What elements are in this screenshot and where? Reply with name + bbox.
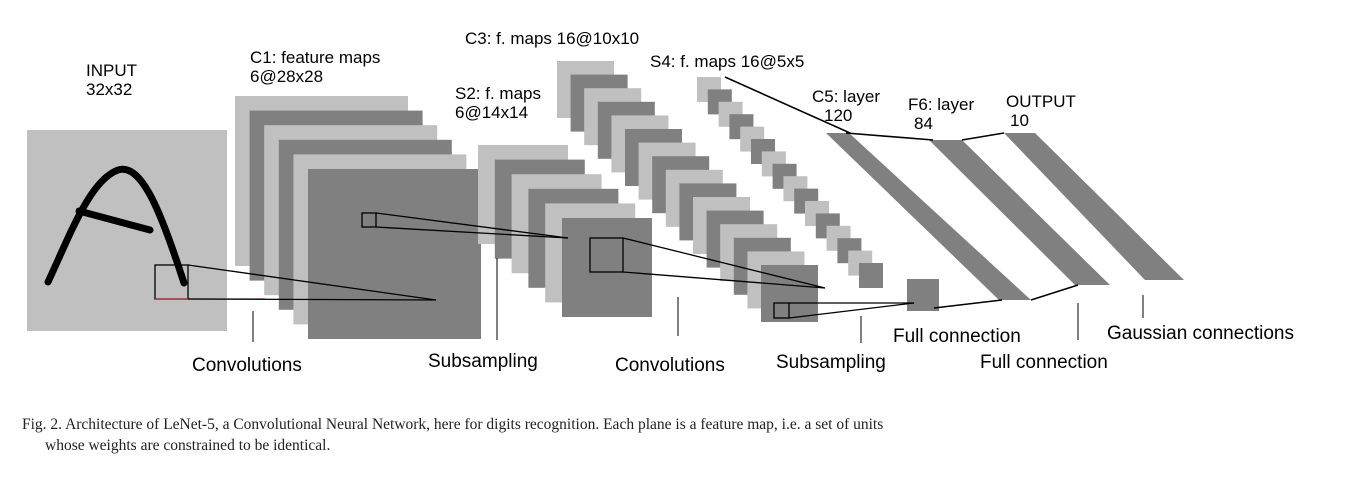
- c3-in-window: [589, 237, 624, 273]
- s4-label: S4: f. maps 16@5x5: [650, 52, 804, 71]
- c5-layer-band: [826, 133, 1031, 300]
- input-plane: [27, 130, 227, 331]
- op-full-connection-1: Full connection: [893, 326, 1021, 347]
- op-convolutions-2: Convolutions: [615, 355, 725, 376]
- c5-f6-top-link: [845, 132, 934, 141]
- s4-window: [773, 302, 790, 319]
- op-gaussian-connections: Gaussian connections: [1107, 323, 1294, 344]
- f6-layer-band: [929, 140, 1110, 285]
- digit-a-crossbar: [75, 207, 154, 234]
- digit-a-stroke: [44, 165, 188, 287]
- feature-map-stacks: [27, 61, 1184, 339]
- c3-label: C3: f. maps 16@10x10: [465, 29, 639, 48]
- c3-proj-bottom: [622, 271, 826, 289]
- s2-label-line1: S2: f. maps: [455, 84, 541, 103]
- s2-map-6: [562, 218, 652, 317]
- caption-line-1: Fig. 2. Architecture of LeNet-5, a Convo…: [22, 416, 884, 433]
- op-subsampling-2: Subsampling: [776, 352, 886, 373]
- output-layer-band: [1004, 133, 1184, 280]
- input-label-line2: 32x32: [86, 80, 132, 99]
- c3-proj-top: [622, 237, 826, 289]
- c5-label-line1: C5: layer: [812, 87, 880, 106]
- c5-label-line2: 120: [824, 106, 852, 125]
- s4-proj-bottom: [788, 302, 915, 319]
- caption-line-2: whose weights are constrained to be iden…: [45, 437, 331, 454]
- f6-label-line1: F6: layer: [908, 95, 974, 114]
- f6-output-bottom-link: [1030, 284, 1079, 301]
- input-proj-top: [187, 264, 437, 301]
- c1-window: [361, 212, 377, 228]
- f6-output-top-link: [961, 132, 1005, 141]
- op-convolutions-1: Convolutions: [192, 355, 302, 376]
- output-label-line1: OUTPUT: [1006, 92, 1076, 111]
- s4-map-16: [859, 263, 883, 288]
- f6-label-line2: 84: [914, 114, 933, 133]
- c5-top-connect: [724, 76, 851, 134]
- figure-caption: Fig. 2. Architecture of LeNet-5, a Convo…: [22, 414, 1322, 456]
- op-subsampling-1: Subsampling: [428, 351, 538, 372]
- c1-proj-bottom: [375, 226, 569, 239]
- c1-map-6: [308, 169, 481, 339]
- input-proj-bottom: [187, 298, 437, 301]
- connection-lines: [154, 76, 1144, 343]
- c5-f6-bottom-link: [933, 299, 1003, 309]
- c1-label-line2: 6@28x28: [250, 67, 323, 86]
- input-label-line1: INPUT: [86, 61, 137, 80]
- output-label-line2: 10: [1010, 111, 1029, 130]
- op-full-connection-2: Full connection: [980, 352, 1108, 373]
- s2-label-line2: 6@14x14: [455, 103, 528, 122]
- c1-proj-top: [375, 212, 569, 239]
- s4-last-map: [907, 279, 939, 311]
- c1-label-line1: C1: feature maps: [250, 48, 380, 67]
